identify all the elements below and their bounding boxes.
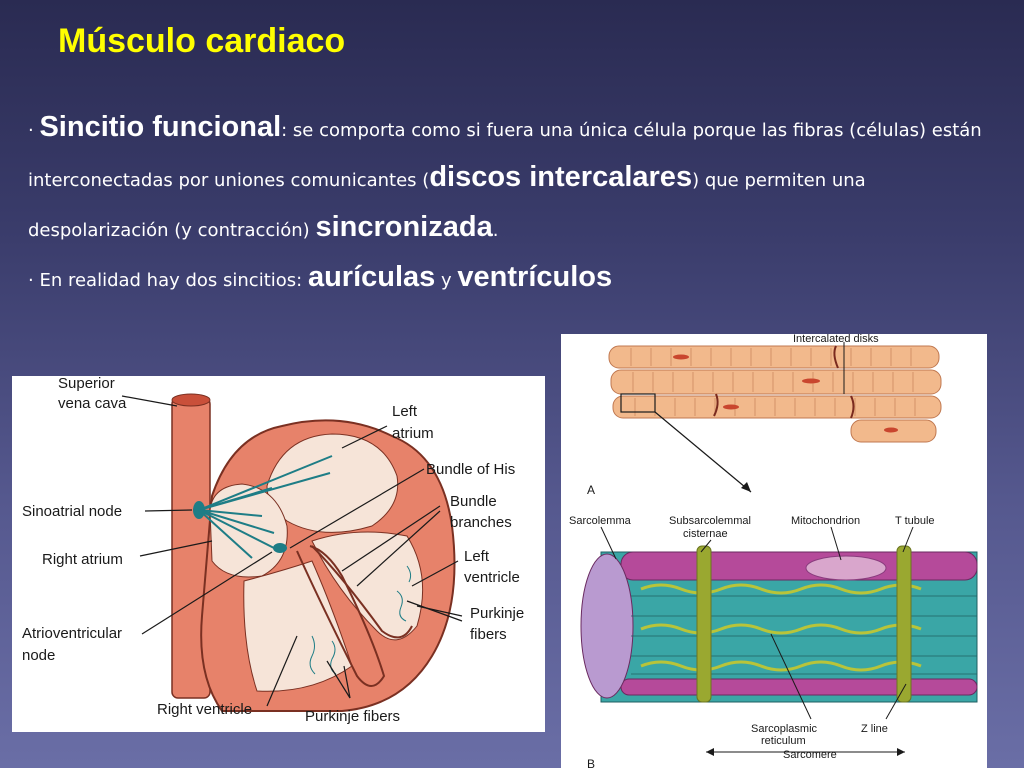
term-discos-intercalares: discos intercalares	[429, 161, 693, 193]
label-sarcoplasmic-1: Sarcoplasmic	[751, 723, 818, 735]
heart-conduction-figure: Superior vena cava Left atrium Bundle of…	[12, 376, 545, 732]
sarcoplasmic-reticulum-network	[640, 583, 922, 672]
myofibril-block	[580, 551, 978, 703]
bullet-2-text-a: En realidad hay dos sincitios:	[33, 270, 308, 291]
label-bundle-branches-1: Bundle	[450, 493, 497, 510]
label-right-atrium: Right atrium	[42, 551, 123, 568]
label-mitochondrion: Mitochondrion	[791, 515, 860, 527]
bullet-1-text-c: .	[492, 220, 499, 241]
label-sarcoplasmic-2: reticulum	[761, 735, 806, 747]
bullet-marker: ·	[28, 120, 34, 141]
fiber-nuclei	[673, 354, 898, 433]
label-sarcolemma: Sarcolemma	[569, 515, 632, 527]
term-sincitio-funcional: Sincitio funcional	[39, 111, 282, 143]
zoom-arrow	[654, 411, 752, 493]
label-leader-lines	[121, 395, 463, 707]
cardiac-muscle-figure: Intercalated disks A Sarcolemma Subsarco…	[561, 334, 987, 768]
label-bundle-of-his: Bundle of His	[426, 461, 515, 478]
bullet-1: · Sincitio funcional: se comporta como s…	[28, 104, 990, 254]
bullet-1-text-a: : se comporta como si fuera una única cé…	[28, 120, 982, 191]
zoom-arrow-head	[741, 482, 751, 492]
right-atrium-chamber	[209, 483, 288, 578]
bullet-2: · En realidad hay dos sincitios: aurícul…	[28, 254, 990, 304]
zoom-box	[620, 393, 656, 413]
label-panel-a: A	[587, 483, 595, 497]
label-left-atrium-2: atrium	[392, 425, 434, 442]
term-sincronizada: sincronizada	[315, 211, 493, 243]
left-ventricle-chamber	[311, 531, 424, 641]
muscle-diagram: Intercalated disks A Sarcolemma Subsarco…	[569, 334, 978, 768]
label-purkinje-bottom: Purkinje fibers	[305, 708, 400, 725]
term-auriculas: aurículas	[307, 261, 436, 293]
mitochondrion-shape	[805, 555, 887, 581]
label-left-atrium-1: Left	[392, 403, 418, 420]
left-atrium-chamber	[266, 433, 399, 533]
label-left-ventricle-1: Left	[464, 548, 490, 565]
myofibril-lines	[631, 595, 977, 675]
term-ventriculos: ventrículos	[457, 261, 613, 293]
slide-title: Músculo cardiaco	[58, 22, 346, 60]
label-left-ventricle-2: ventricle	[464, 569, 520, 586]
z-line-bands	[696, 545, 912, 703]
bullet-marker: ·	[28, 270, 34, 291]
label-superior-vena-cava-2: vena cava	[58, 395, 127, 412]
label-sarcomere: Sarcomere	[783, 749, 837, 761]
label-z-line: Z line	[861, 723, 888, 735]
vena-cava-opening	[171, 393, 211, 407]
heart-diagram: Superior vena cava Left atrium Bundle of…	[22, 376, 524, 725]
label-panel-b: B	[587, 757, 595, 768]
label-right-ventricle: Right ventricle	[157, 701, 252, 718]
label-purkinje-right-2: fibers	[470, 626, 507, 643]
av-node-shape	[273, 543, 287, 553]
slide-body: · Sincitio funcional: se comporta como s…	[28, 104, 990, 304]
internodal-pathways	[198, 455, 333, 559]
label-intercalated-disks: Intercalated disks	[793, 334, 879, 345]
label-sinoatrial-node: Sinoatrial node	[22, 503, 122, 520]
sarcomere-arrow-right	[897, 748, 905, 756]
intercalated-disk-lines	[713, 345, 855, 419]
label-av-node-1: Atrioventricular	[22, 625, 122, 642]
bullet-2-text-b: y	[435, 270, 458, 291]
sarcomere-arrow-left	[706, 748, 714, 756]
label-subsarcolemmal-2: cisternae	[683, 528, 728, 540]
label-subsarcolemmal-1: Subsarcolemmal	[669, 515, 751, 527]
label-superior-vena-cava-1: Superior	[58, 376, 115, 392]
label-purkinje-right-1: Purkinje	[470, 605, 524, 622]
label-av-node-2: node	[22, 647, 55, 664]
label-t-tubule: T tubule	[895, 515, 935, 527]
panel-b-leaders	[600, 526, 914, 720]
label-bundle-branches-2: branches	[450, 514, 512, 531]
bundle-branch-left	[311, 545, 413, 639]
bullet-1-text-b: ) que permiten una despolarización (y co…	[28, 170, 866, 241]
bundle-branch-right	[296, 545, 386, 687]
